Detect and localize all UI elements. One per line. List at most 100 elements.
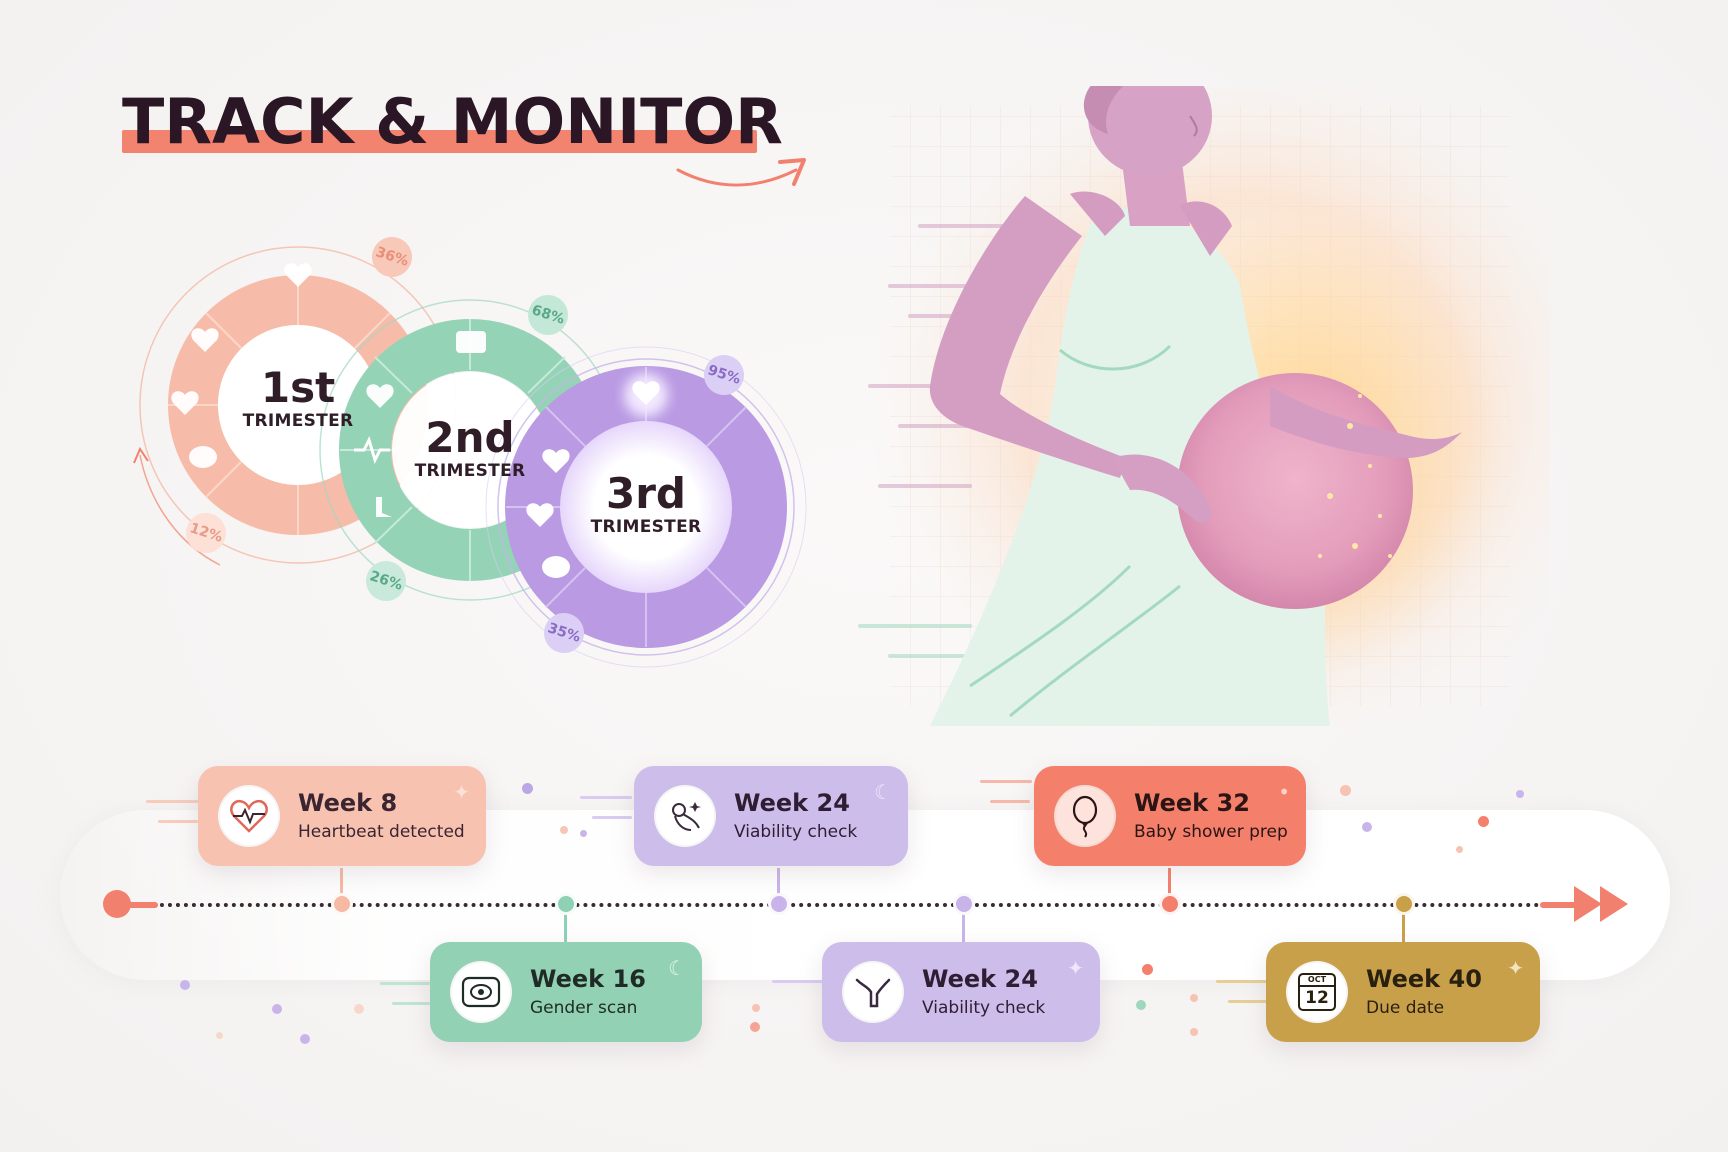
moon-icon: ☾ xyxy=(668,956,686,980)
ring1-center xyxy=(218,325,378,485)
confetti-dot xyxy=(580,830,587,837)
trimester-rings: 36% 12% 68% 26% 95% 35% 1st TRIMESTER 2n… xyxy=(110,205,810,685)
milestone-week: Week 8 xyxy=(298,789,398,817)
speed-line xyxy=(1228,1000,1268,1003)
timeline-end-stem xyxy=(1540,902,1580,908)
sparkle-icon: ✦ xyxy=(1067,956,1084,980)
speed-line xyxy=(592,816,632,819)
confetti-dot xyxy=(1478,816,1489,827)
confetti-dot xyxy=(1516,790,1524,798)
confetti-dot xyxy=(1362,822,1372,832)
ring3-center xyxy=(560,421,732,593)
milestone-desc: Gender scan xyxy=(530,998,638,1018)
calendar-icon: OCT 12 xyxy=(1286,961,1348,1023)
sparkle-icon: ✦ xyxy=(1507,956,1524,980)
stem-week16 xyxy=(564,912,567,942)
stem-week40 xyxy=(1402,912,1405,942)
sparkle-icon: ✦ xyxy=(453,780,470,804)
milestone-week: Week 24 xyxy=(922,965,1038,993)
trimester-1-ordinal: 1st xyxy=(260,363,336,412)
title-underline xyxy=(122,130,757,153)
ring1-icons xyxy=(171,263,312,468)
milestone-card-week16[interactable]: Week 16 Gender scan ☾ xyxy=(430,942,702,1042)
confetti-dot xyxy=(180,980,190,990)
confetti-dot xyxy=(1190,994,1198,1002)
trimester-1-label: 1st TRIMESTER xyxy=(228,363,368,432)
speed-line xyxy=(1216,980,1268,983)
trimester-2-ordinal: 2nd xyxy=(425,413,515,462)
title-block: TRACK & MONITOR xyxy=(122,86,783,158)
curved-arrow-icon xyxy=(676,158,806,187)
speed-line xyxy=(990,800,1030,803)
balloon-icon xyxy=(1054,785,1116,847)
ring2-icons xyxy=(354,331,486,517)
milestone-desc: Viability check xyxy=(922,998,1046,1018)
speed-line xyxy=(392,1002,430,1005)
confetti-dot xyxy=(752,1004,760,1012)
speed-line xyxy=(580,796,632,799)
trimester-3-ordinal: 3rd xyxy=(605,469,686,518)
milestone-desc: Due date xyxy=(1366,998,1445,1018)
trimester-3-label: 3rd TRIMESTER xyxy=(576,469,716,538)
stem-week32 xyxy=(1168,868,1171,894)
speed-line xyxy=(980,780,1032,783)
confetti-dot xyxy=(1136,1000,1146,1010)
moon-icon: ☾ xyxy=(874,780,892,804)
confetti-dot xyxy=(354,1004,364,1014)
rings-graphic xyxy=(133,246,807,668)
milestone-card-week32[interactable]: Week 32 Baby shower prep • xyxy=(1034,766,1306,866)
node-week24b xyxy=(953,893,975,915)
confetti-dot xyxy=(300,1034,310,1044)
confetti-dot xyxy=(272,1004,282,1014)
stem-week8 xyxy=(340,868,343,894)
confetti-dot xyxy=(1142,964,1153,975)
milestone-desc: Viability check xyxy=(734,822,858,842)
calendar-day: 12 xyxy=(1305,988,1329,1008)
stem-week24a xyxy=(777,868,780,894)
confetti-dot xyxy=(1340,785,1351,796)
confetti-dot xyxy=(750,1022,760,1032)
node-week8 xyxy=(331,893,353,915)
pregnant-woman-illustration xyxy=(858,86,1550,726)
timeline-dotted-line xyxy=(120,903,1540,907)
confetti-dot xyxy=(1456,846,1463,853)
ring3-icons xyxy=(526,381,660,578)
trimester-2-label: 2nd TRIMESTER xyxy=(400,413,540,482)
heart-pulse-icon xyxy=(218,785,280,847)
milestone-week: Week 16 xyxy=(530,965,646,993)
node-week40 xyxy=(1393,893,1415,915)
node-week16 xyxy=(555,893,577,915)
uterus-icon xyxy=(842,961,904,1023)
milestone-desc: Baby shower prep xyxy=(1134,822,1288,842)
baby-icon xyxy=(654,785,716,847)
sparkle-icon: • xyxy=(1278,780,1290,804)
timeline-start-stem xyxy=(128,902,158,908)
trimester-1-word: TRIMESTER xyxy=(242,411,354,431)
confetti-dot xyxy=(216,1032,223,1039)
double-arrow-icon xyxy=(1574,886,1628,922)
milestone-week: Week 32 xyxy=(1134,789,1250,817)
milestone-card-week8[interactable]: Week 8 Heartbeat detected ✦ xyxy=(198,766,486,866)
speed-line xyxy=(158,820,198,823)
calendar-month: OCT xyxy=(1300,975,1334,987)
milestone-week: Week 24 xyxy=(734,789,850,817)
confetti-dot xyxy=(522,783,533,794)
confetti-dot xyxy=(1190,1028,1198,1036)
timeline-start-dot xyxy=(103,890,131,918)
milestone-week: Week 40 xyxy=(1366,965,1482,993)
node-week24a xyxy=(768,893,790,915)
milestone-card-week24-bottom[interactable]: Week 24 Viability check ✦ xyxy=(822,942,1100,1042)
speed-line xyxy=(772,980,824,983)
node-week32 xyxy=(1159,893,1181,915)
trimester-2-word: TRIMESTER xyxy=(414,461,526,481)
milestone-desc: Heartbeat detected xyxy=(298,822,465,842)
confetti-dot xyxy=(560,826,568,834)
milestone-card-week24-top[interactable]: Week 24 Viability check ☾ xyxy=(634,766,908,866)
speed-line xyxy=(146,800,200,803)
speed-line xyxy=(380,982,430,985)
page-title: TRACK & MONITOR xyxy=(122,85,783,158)
stem-week24b xyxy=(962,912,965,942)
ultrasound-icon xyxy=(450,961,512,1023)
milestone-card-week40[interactable]: OCT 12 Week 40 Due date ✦ xyxy=(1266,942,1540,1042)
trimester-3-word: TRIMESTER xyxy=(590,517,702,537)
